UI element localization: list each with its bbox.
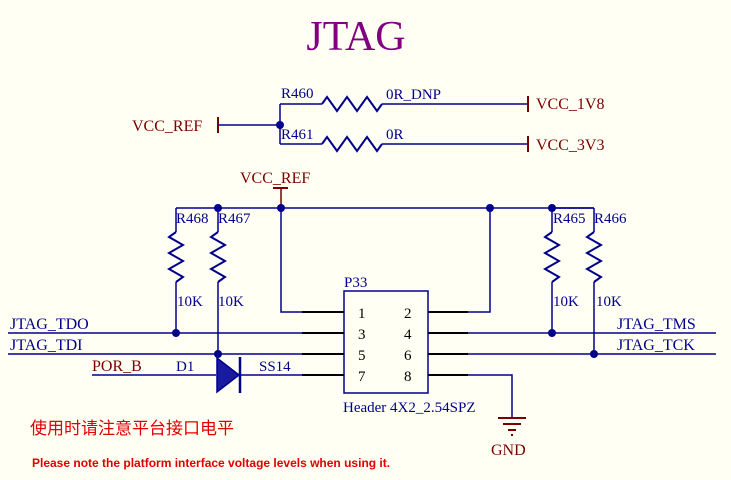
r468-ref: R468 — [176, 211, 209, 227]
wire-pin1-vref — [280, 208, 302, 313]
junction-tdo — [172, 329, 180, 337]
junction-tdi — [214, 350, 222, 358]
wire-pin2-vref — [468, 208, 491, 313]
r460-value: 0R_DNP — [386, 87, 441, 103]
r467-ref: R467 — [218, 211, 251, 227]
net-label-jtag-tck: JTAG_TCK — [617, 337, 695, 354]
connector-p33-ref: P33 — [344, 275, 367, 291]
r466-value: 10K — [596, 294, 622, 310]
pin-number-3: 3 — [358, 327, 366, 343]
ground-symbol — [498, 417, 526, 436]
resistor-r466 — [584, 231, 604, 283]
net-label-vcc-1v8: VCC_1V8 — [536, 96, 604, 113]
junction-vref-split — [276, 121, 284, 129]
pin-number-4: 4 — [404, 327, 412, 343]
net-label-vcc-ref-top: VCC_REF — [240, 170, 310, 187]
connector-p33-value: Header 4X2_2.54SPZ — [343, 400, 475, 416]
diode-d1-ref: D1 — [176, 359, 194, 375]
net-label-jtag-tdo: JTAG_TDO — [10, 316, 89, 333]
r468-value: 10K — [177, 294, 203, 310]
r461-ref: R461 — [281, 127, 314, 143]
pin-number-2: 2 — [404, 306, 412, 322]
net-label-vcc-3v3: VCC_3V3 — [536, 137, 604, 154]
resistor-r460 — [321, 95, 383, 113]
note-chinese: 使用时请注意平台接口电平 — [30, 418, 234, 438]
r461-value: 0R — [386, 127, 404, 143]
pin-number-7: 7 — [358, 369, 366, 385]
r460-ref: R460 — [281, 86, 314, 102]
junction-tms — [548, 329, 556, 337]
diode-d1-triangle — [216, 356, 241, 394]
resistor-r465 — [542, 231, 562, 283]
connector-p33-body — [343, 290, 429, 394]
junction-tck — [590, 350, 598, 358]
net-label-jtag-tdi: JTAG_TDI — [10, 337, 82, 354]
pin-number-1: 1 — [358, 306, 366, 322]
wire-pin8-gnd — [468, 374, 513, 418]
diode-d1-value: SS14 — [259, 359, 291, 375]
pin-number-8: 8 — [404, 369, 412, 385]
net-label-vcc-ref-left: VCC_REF — [132, 118, 202, 135]
pin-number-6: 6 — [404, 348, 412, 364]
vcc-ref-left-symbol — [217, 117, 280, 133]
note-english: Please note the platform interface volta… — [32, 456, 390, 470]
resistor-r468 — [166, 231, 186, 283]
r467-value: 10K — [218, 294, 244, 310]
pin-number-5: 5 — [358, 348, 366, 364]
net-label-jtag-tms: JTAG_TMS — [617, 316, 696, 333]
resistor-r467 — [208, 231, 228, 283]
r465-ref: R465 — [553, 211, 586, 227]
resistor-r461 — [321, 135, 383, 153]
r466-ref: R466 — [594, 211, 627, 227]
net-label-por-b: POR_B — [92, 358, 142, 375]
r465-value: 10K — [553, 294, 579, 310]
schematic-title: JTAG — [306, 14, 405, 60]
net-label-gnd: GND — [491, 442, 526, 459]
